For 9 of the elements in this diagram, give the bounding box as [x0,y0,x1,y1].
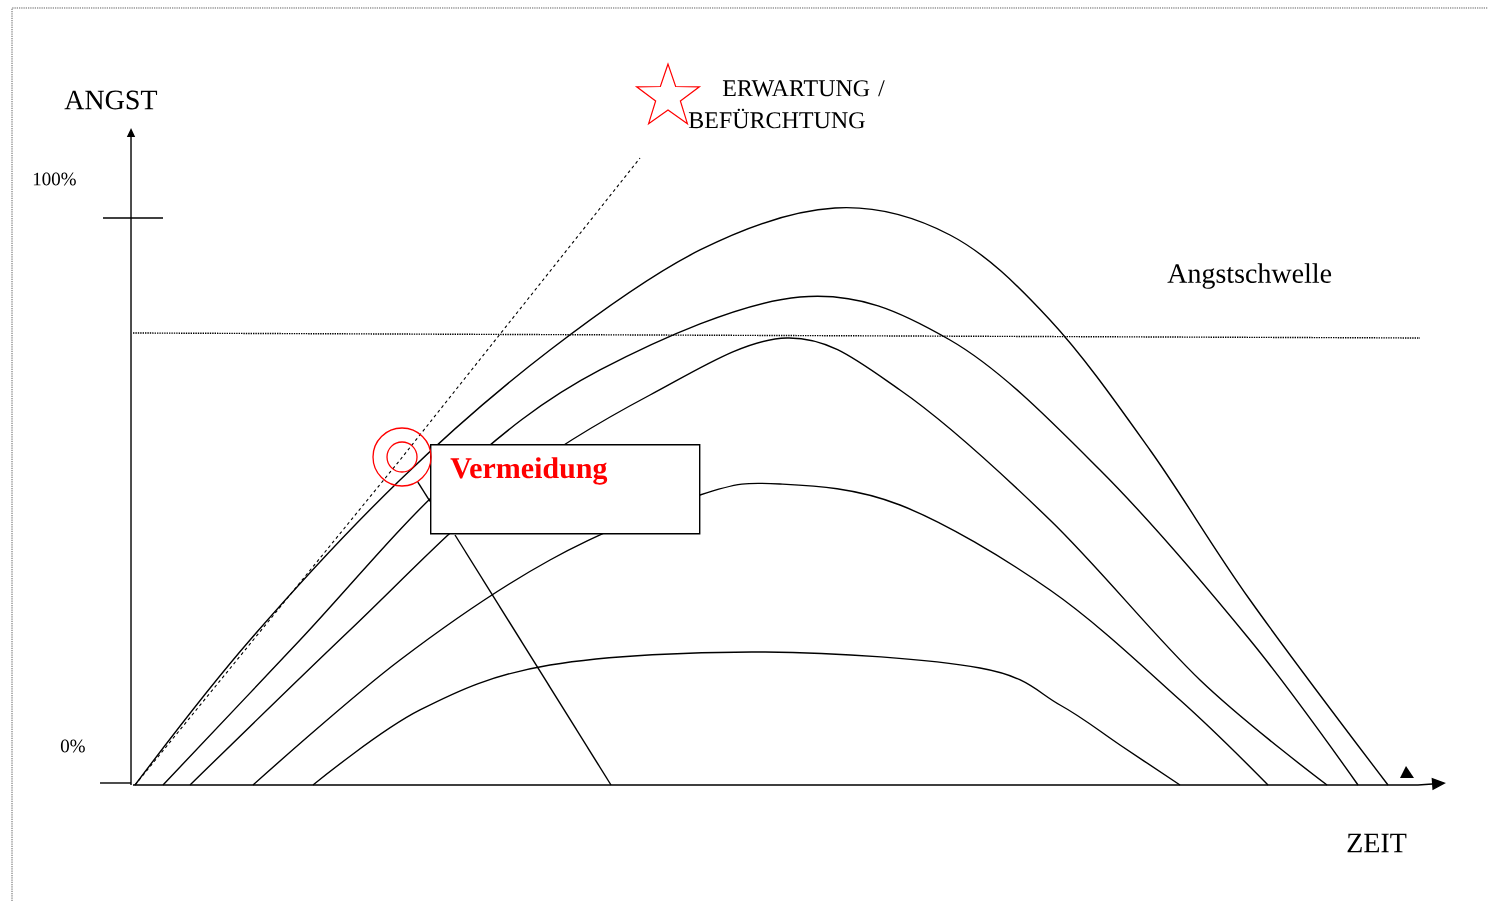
axis-value: 0% [60,739,85,753]
annotation-text: ERWARTUNG / BEFÜRCHTUNG [688,80,885,129]
axis-value: 100% [33,172,76,186]
axis-label: ANGST [64,90,158,110]
leader-line [417,481,431,503]
text-box: Vermeidung [430,444,701,535]
threshold-label: Angstschwelle [1167,263,1332,289]
target-icon [372,427,432,487]
axis-label: ZEIT [1347,833,1407,853]
